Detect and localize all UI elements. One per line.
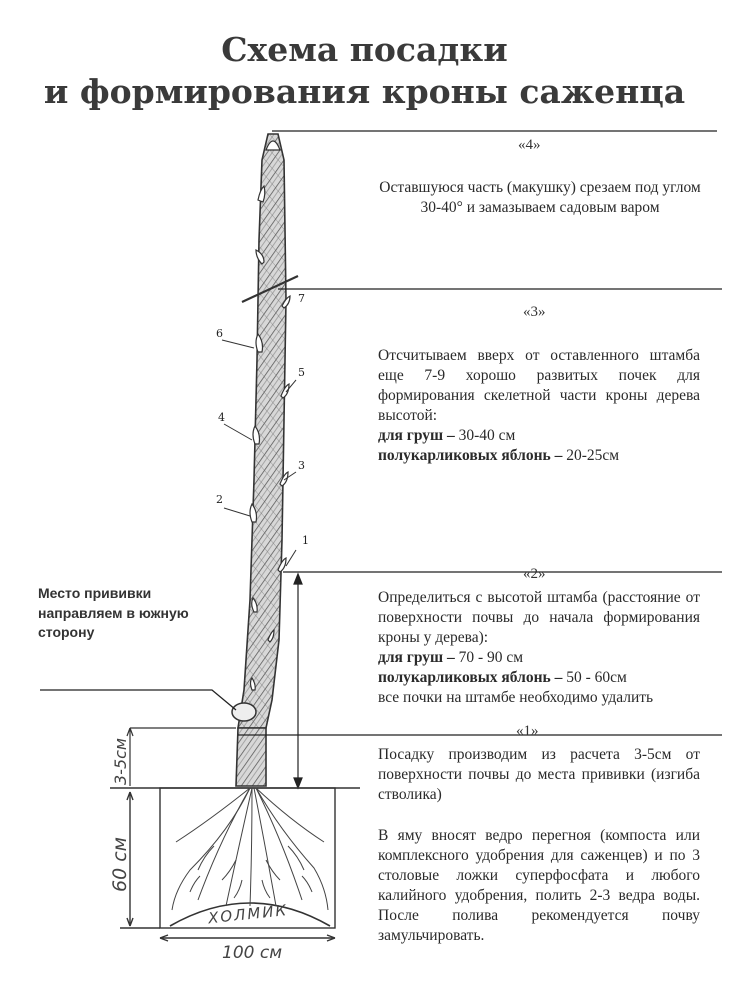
- depth-small-label: 3-5см: [111, 738, 130, 785]
- section-3-pears-label: для груш –: [378, 427, 455, 444]
- depth-pit-label: 60 см: [109, 837, 131, 892]
- bud-number-2: 2: [216, 493, 223, 506]
- bud-number-5: 5: [298, 366, 305, 379]
- section-3-label: «3»: [523, 304, 546, 320]
- title-line-2: и формирования кроны саженца: [43, 72, 686, 111]
- section-3-apples: полукарликовых яблонь – 20-25см: [378, 446, 708, 466]
- title-line-1: Схема посадки: [221, 30, 508, 69]
- section-1-label: «1»: [516, 723, 539, 739]
- section-2-text: Определиться с высотой штамба (расстояни…: [378, 589, 700, 646]
- graft-note: Место прививки направляем в южную сторон…: [38, 585, 189, 640]
- section-3-pears-value: 30-40 см: [458, 427, 516, 444]
- section-2-pears-label: для груш –: [378, 649, 455, 666]
- section-3-pears: для груш – 30-40 см: [378, 426, 708, 446]
- section-2-apples-value: 50 - 60см: [566, 669, 627, 686]
- section-lines: [238, 130, 722, 736]
- bud-number-4: 4: [218, 411, 225, 424]
- section-3-apples-label: полукарликовых яблонь –: [378, 447, 563, 464]
- seedling-trunk: [231, 133, 287, 787]
- section-2-note: все почки на штамбе необходимо удалить: [378, 689, 654, 706]
- bud-number-7: 7: [298, 292, 305, 305]
- graft-pointer: [40, 689, 237, 711]
- section-3-apples-value: 20-25см: [566, 447, 620, 464]
- bud-pointers: [221, 339, 297, 567]
- section-4-label: «4»: [518, 137, 541, 153]
- bud-number-1: 1: [302, 534, 309, 547]
- section-1-text-1: Посадку производим из расчета 3-5см от п…: [378, 746, 700, 803]
- section-1-text-2: В яму вносят ведро перегноя (компоста ил…: [378, 827, 700, 944]
- section-2-apples: полукарликовых яблонь – 50 - 60см: [378, 668, 708, 688]
- bud-numbers: 1 2 3 4 5 6 7: [216, 292, 309, 547]
- bud-number-3: 3: [298, 459, 305, 472]
- section-2-apples-label: полукарликовых яблонь –: [378, 669, 563, 686]
- roots: [171, 787, 329, 911]
- width-pit-label: 100 см: [222, 943, 282, 963]
- bud-number-6: 6: [216, 327, 223, 340]
- section-2-pears-value: 70 - 90 см: [458, 649, 524, 666]
- stem-height-arrow: [293, 572, 303, 790]
- section-4-text: Оставшуюся часть (макушку) срезаем под у…: [379, 179, 701, 216]
- section-3-text: Отсчитываем вверх от оставленного штамба…: [378, 347, 700, 424]
- buds: [249, 184, 291, 691]
- graft-depth-dimension: [126, 727, 236, 786]
- mound-label: ХОЛМИК: [206, 901, 289, 927]
- planting-pit: [110, 787, 360, 942]
- cut-line: [241, 275, 299, 303]
- section-2-pears: для груш – 70 - 90 см: [378, 648, 708, 668]
- section-2-label: «2»: [523, 566, 546, 582]
